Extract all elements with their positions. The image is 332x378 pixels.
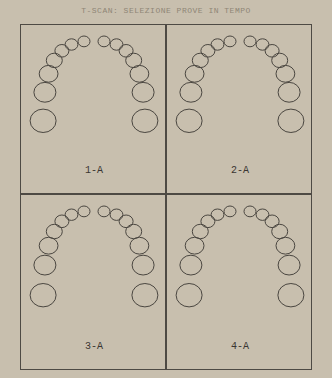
tooth-outline [244,36,256,47]
tooth-outline [192,224,208,238]
tooth-outline [211,209,224,220]
tooth-outline [132,255,154,275]
tooth-outline [98,206,110,217]
tooth-outline [265,215,279,228]
tooth-outline [256,39,269,50]
tooth-outline [39,237,58,254]
tooth-outline [132,109,158,132]
tooth-outline [110,39,123,50]
tooth-outline [65,39,78,50]
tooth-outline [278,109,304,132]
tooth-outline [65,209,78,220]
tooth-outline [176,109,202,132]
tooth-outline [278,284,304,307]
tooth-outline [180,82,202,102]
tooth-outline [276,237,295,254]
tooth-outline [126,224,142,238]
tooth-outline [201,45,215,58]
tooth-outline [132,82,154,102]
tooth-outline [55,45,69,58]
panel-label: 2-A [231,165,249,176]
tooth-outline [176,284,202,307]
tooth-outline [278,255,300,275]
tooth-outline [278,82,300,102]
tooth-outline [78,36,90,47]
tooth-outline [244,206,256,217]
tooth-outline [110,209,123,220]
tooth-outline [119,215,133,228]
tooth-outline [34,255,56,275]
tooth-outline [276,65,295,82]
tooth-outline [78,206,90,217]
tooth-outline [55,215,69,228]
tooth-outline [265,45,279,58]
tooth-outline [180,255,202,275]
arch-panel: 1-A [20,24,166,194]
tooth-outline [185,237,204,254]
tooth-outline [130,237,149,254]
tooth-outline [30,109,56,132]
tooth-outline [272,224,288,238]
arch-panel: 3-A [20,194,166,370]
arch-panel: 4-A [166,194,312,370]
tooth-outline [98,36,110,47]
tooth-outline [201,215,215,228]
tooth-outline [224,36,236,47]
tooth-outline [30,284,56,307]
arch-panel: 2-A [166,24,312,194]
tooth-outline [132,284,158,307]
panel-label: 4-A [231,341,249,352]
tooth-outline [211,39,224,50]
tooth-outline [224,206,236,217]
tooth-outline [130,65,149,82]
tooth-outline [34,82,56,102]
panel-label: 3-A [85,341,103,352]
tooth-outline [119,45,133,58]
tooth-outline [192,53,208,67]
page-title: T-SCAN: SELEZIONE PROVE IN TEMPO [8,6,324,15]
tooth-outline [46,224,62,238]
panel-label: 1-A [85,165,103,176]
tooth-outline [46,53,62,67]
tooth-outline [256,209,269,220]
